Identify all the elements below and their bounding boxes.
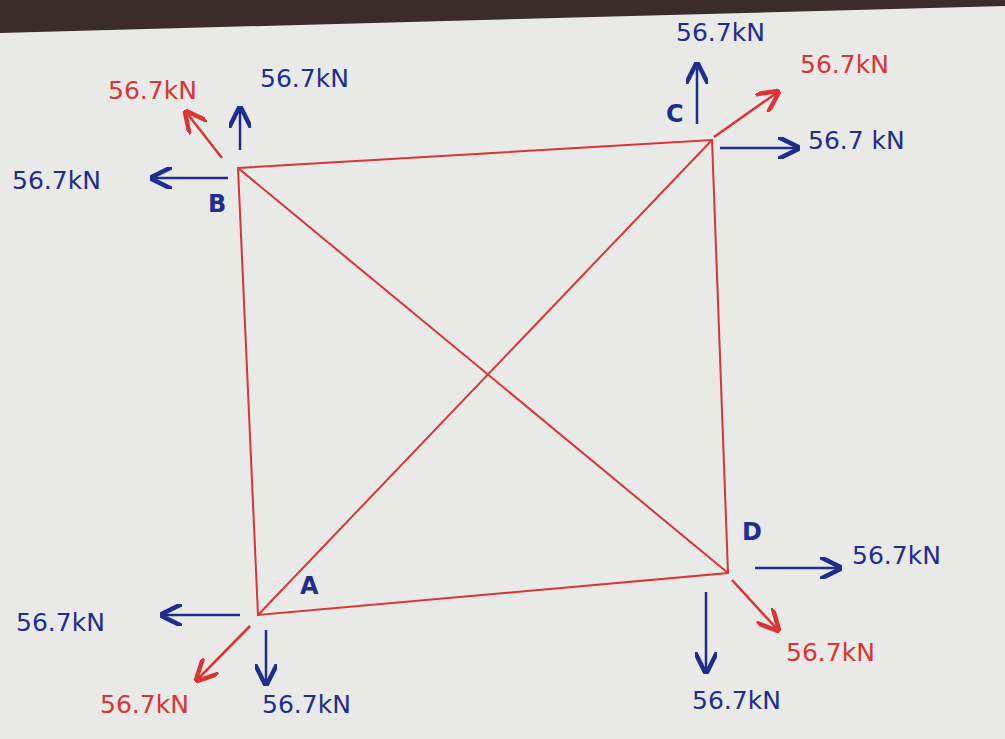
force-label: 56.7kN — [260, 66, 349, 91]
point-letter: C — [666, 102, 684, 126]
point-letter: D — [742, 520, 762, 544]
force-label: 56.7kN — [852, 543, 941, 568]
force-arrows — [152, 64, 840, 684]
force-label: 56.7kN — [12, 168, 101, 193]
force-label: 56.7kN — [692, 688, 781, 713]
square-frame — [238, 140, 728, 615]
force-label: 56.7kN — [676, 20, 765, 45]
point-letter: A — [300, 574, 319, 598]
force-label: 56.7kN — [262, 692, 351, 717]
force-label: 56.7kN — [800, 52, 889, 77]
force-label: 56.7 kN — [808, 128, 905, 153]
force-label: 56.7kN — [786, 640, 875, 665]
photo-edge — [0, 0, 1005, 33]
force-label: 56.7kN — [108, 78, 197, 103]
force-label: 56.7kN — [100, 692, 189, 717]
force-label: 56.7kN — [16, 610, 105, 635]
point-letter: B — [208, 192, 226, 216]
